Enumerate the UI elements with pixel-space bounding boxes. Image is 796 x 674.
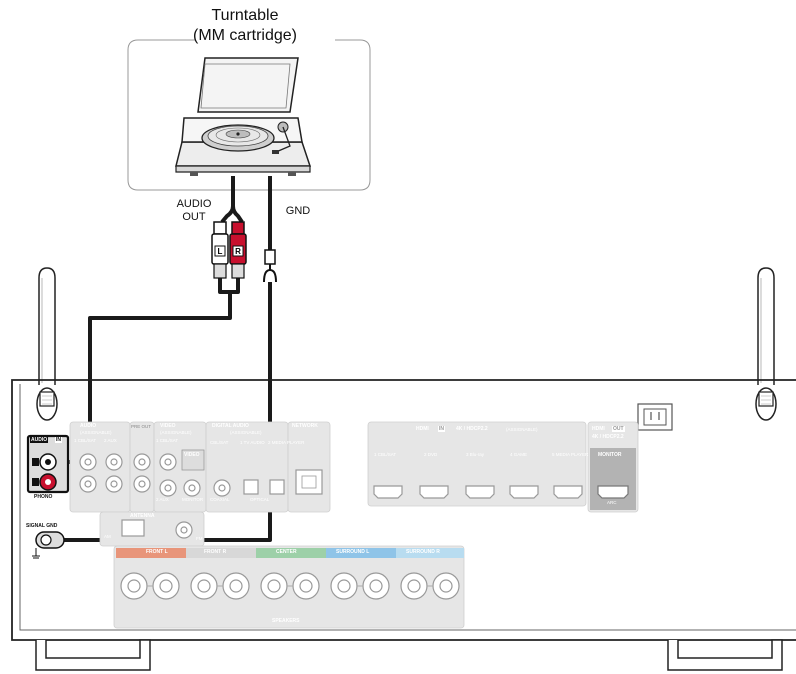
audio-out-line1: AUDIO [176,198,212,210]
coaxial-label: COAXIAL [210,497,230,502]
hdmi-in-tag: IN [438,426,445,432]
foot-left [35,639,151,671]
speaker-surround-r-label: SURROUND R [406,549,440,555]
turntable-title: Turntable (MM cartridge) [150,6,340,46]
hdmi-in-1-label: 1 CBL/SAT [374,452,397,457]
hdmi-in-5-label: 5 MEDIA PLAYER [552,452,589,457]
antenna-terminals [121,519,193,539]
arc-label: ARC [607,500,617,505]
video-label: VIDEO [160,423,176,429]
wireless-antenna-right [755,267,777,421]
audio-out-label: AUDIO OUT [164,198,224,224]
digital-audio-label: DIGITAL AUDIO [212,423,249,429]
video-monitor-label: MONITOR [182,497,204,502]
digital-3-label: 2 MEDIA PLAYER [268,440,305,445]
turntable-title-line1: Turntable [211,7,279,24]
spade-lug-icon [263,249,277,283]
hdmi-assignable: (ASSIGNABLE) [506,427,538,432]
video-in-2-label: 2 AUX [156,497,169,502]
rca-label-r: R [235,247,241,256]
hdmi-out-header: HDMI [592,426,605,432]
fm-label: FM [196,536,203,541]
pre-out-label: PRE OUT [131,424,152,429]
gnd-label: GND [285,205,311,217]
wireless-antenna-left [36,267,58,421]
speaker-surround-l-label: SURROUND L [336,549,370,555]
hdmi-in-4-label: 4 GAME [510,452,528,457]
audio-in-2-label: 2 AUX [104,438,117,443]
turntable-title-line2: (MM cartridge) [192,27,297,44]
speaker-front-l-label: FRONT L [146,549,168,555]
audio-in-1-label: 1 CBL/SAT [74,438,97,443]
hdmi-header: HDMI [416,426,429,432]
phono-input [26,434,70,494]
signal-gnd-terminal [32,531,65,559]
audio-out-line2: OUT [182,211,206,223]
hdmi-out-port [590,448,636,510]
rca-plug-left [211,221,229,279]
phono-label: PHONO [34,494,53,500]
am-label: AM [104,534,111,539]
hdmi-out-spec: 4K / HDCP2.2 [592,434,624,440]
speaker-center-label: CENTER [276,549,297,555]
speaker-front-r-label: FRONT R [204,549,227,555]
foot-right [667,639,783,671]
hdmi-ports [373,485,583,499]
power-inlet [637,403,673,431]
digital-sub: (ASSIGNABLE) [230,430,262,435]
digital-1-label: CBL/SAT [210,440,229,445]
turntable-box [127,39,371,191]
receiver-body [11,379,796,641]
audio-group-label: AUDIO [80,423,97,429]
hdmi-in-3-label: 3 Blu-ray [466,452,485,457]
network-label: NETWORK [292,423,318,429]
speaker-color-bars [116,548,464,558]
network-port [295,469,323,495]
hdmi-out-tag: OUT [612,426,625,432]
audio-in-label: AUDIO [30,437,49,443]
video-sub: (ASSIGNABLE) [160,430,192,435]
optical-ports [243,479,285,495]
audio-in-tag: IN [55,437,62,443]
speakers-label: SPEAKERS [272,618,300,624]
audio-jacks [79,453,231,497]
video-out-label: VIDEO [184,452,200,458]
rca-label-l: L [218,247,223,256]
monitor-label: MONITOR [598,452,622,458]
hdmi-in-2-label: 2 DVD [424,452,438,457]
signal-gnd-label: SIGNAL GND [26,523,58,529]
optical-label: OPTICAL [250,497,270,502]
hdmi-spec: 4K / HDCP2.2 [456,426,488,432]
turntable-icon [175,57,312,176]
audio-group-sub: (ASSIGNABLE) [80,430,112,435]
video-in-1-label: 1 CBL/SAT [156,438,179,443]
antenna-label: ANTENNA [130,513,155,519]
video-out-box [181,449,205,471]
digital-2-label: 1 TV AUDIO [240,440,265,445]
rca-plug-right [229,221,247,279]
